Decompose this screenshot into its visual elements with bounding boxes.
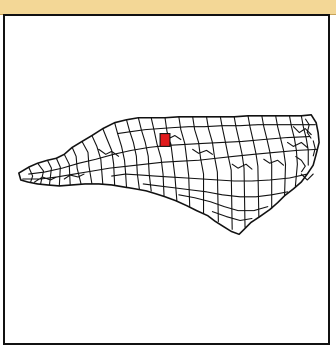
state-outline	[18, 114, 320, 236]
county-boundaries	[22, 115, 318, 230]
highlighted-county	[159, 133, 171, 147]
top-header-band	[0, 0, 336, 15]
coastal-features	[295, 118, 316, 173]
map-frame	[3, 14, 330, 345]
nc-county-map	[18, 114, 320, 236]
